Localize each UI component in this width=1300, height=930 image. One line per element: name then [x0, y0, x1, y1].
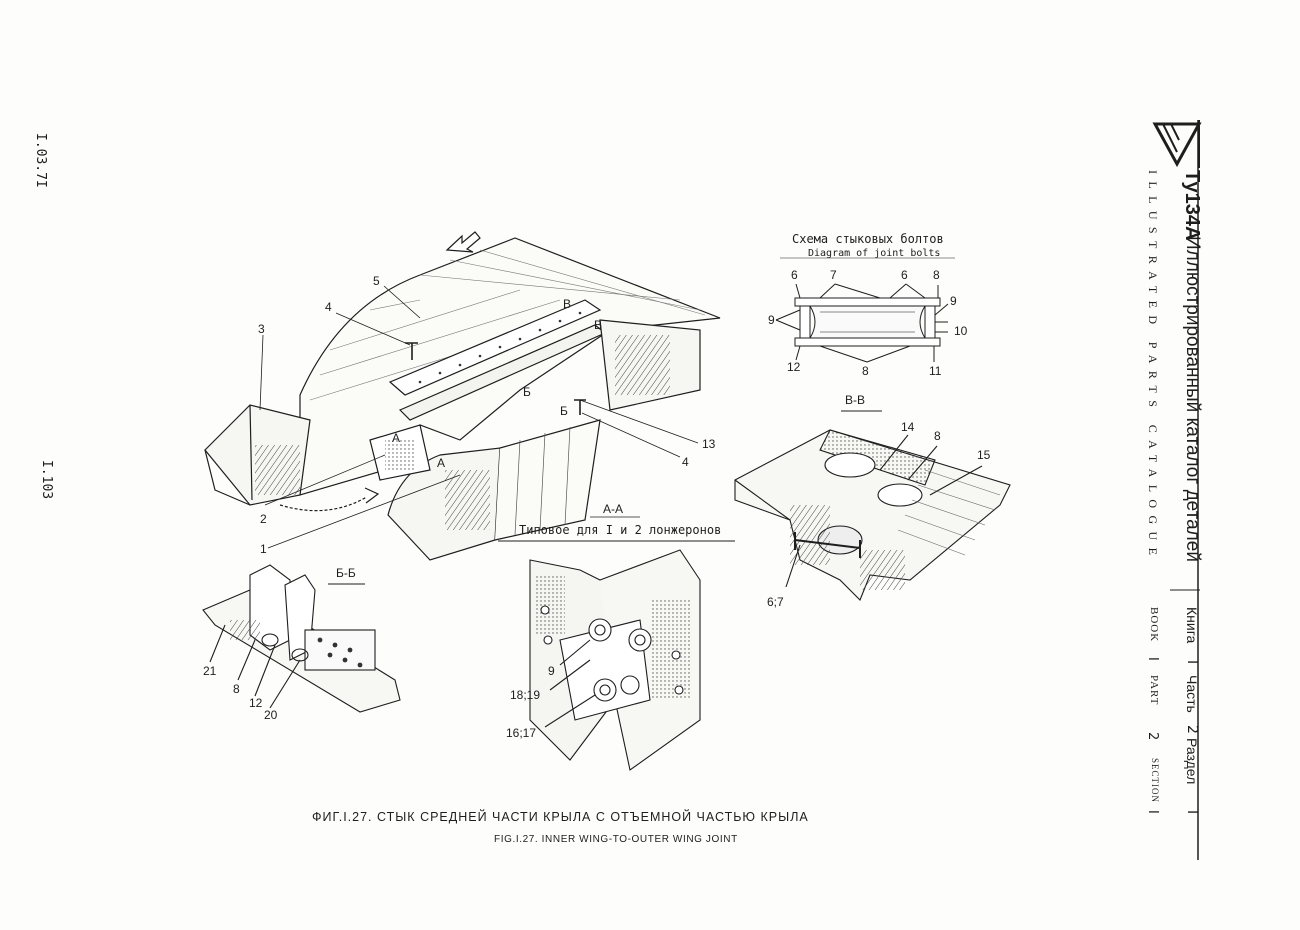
- direction-arrow-icon: [445, 231, 481, 253]
- section-bb-view: [202, 564, 401, 713]
- bb-callout-21: 21: [203, 664, 217, 678]
- vv-callout-6-7: 6;7: [767, 595, 784, 609]
- section-mark-b2: Б: [560, 404, 568, 418]
- bolt-callout-8b: 8: [862, 364, 869, 378]
- joint-bolts-diagram: [775, 283, 949, 363]
- bb-callout-8: 8: [233, 682, 240, 696]
- section-mark-a2: А: [437, 456, 446, 470]
- bolt-callout-8a: 8: [933, 268, 940, 282]
- bolt-callout-6a: 6: [791, 268, 798, 282]
- main-wing-view: [204, 231, 721, 561]
- vv-callout-15: 15: [977, 448, 991, 462]
- section-aa-view: [529, 549, 701, 771]
- callout-13: 13: [702, 437, 716, 451]
- figure-caption-en: FIG.I.27. INNER WING-TO-OUTER WING JOINT: [494, 834, 738, 845]
- section-aa-title: А-А: [603, 502, 624, 516]
- aa-callout-16-17: 16;17: [506, 726, 537, 740]
- joint-bolts-title-en: Diagram of joint bolts: [808, 248, 941, 259]
- callout-1: 1: [260, 542, 267, 556]
- section-mark-v1: В: [563, 297, 572, 311]
- main-leader-lines: [259, 285, 699, 549]
- aa-callout-18-19: 18;19: [510, 688, 541, 702]
- bolt-callout-12: 12: [787, 360, 801, 374]
- bolt-callout-11: 11: [929, 364, 942, 378]
- figure-caption-ru: ФИГ.I.27. СТЫК СРЕДНЕЙ ЧАСТИ КРЫЛА С ОТЪ…: [312, 810, 809, 824]
- section-bb-title: Б-Б: [336, 566, 356, 580]
- vv-callout-14: 14: [901, 420, 915, 434]
- section-mark-b1: Б: [523, 385, 531, 399]
- callout-4-lower: 4: [682, 455, 689, 469]
- bolt-callout-9a: 9: [950, 294, 957, 308]
- bolt-callout-9b: 9: [768, 313, 775, 327]
- callout-4: 4: [325, 300, 332, 314]
- joint-bolts-title-ru: Схема стыковых болтов: [792, 232, 944, 246]
- section-mark-a1: А: [392, 431, 401, 445]
- vv-callout-8: 8: [934, 429, 941, 443]
- callout-3: 3: [258, 322, 265, 336]
- callout-5: 5: [373, 274, 380, 288]
- bolt-callout-10: 10: [954, 324, 968, 338]
- section-aa-note: Типовое для I и 2 лонжеронов: [519, 523, 722, 537]
- bb-callout-20: 20: [264, 708, 278, 722]
- section-mark-v2: В: [594, 318, 603, 332]
- bb-callout-12: 12: [249, 696, 263, 710]
- tupolev-logo-icon: [1152, 120, 1202, 168]
- catalogue-header: Ту134А Иллюстрированный каталог деталей …: [1145, 120, 1205, 860]
- bolt-callout-6b: 6: [901, 268, 908, 282]
- section-vv-title: В-В: [845, 393, 866, 407]
- aa-callout-9: 9: [548, 664, 555, 678]
- section-vv-view: [734, 429, 1011, 601]
- callout-2: 2: [260, 512, 267, 526]
- bolt-callout-7: 7: [830, 268, 837, 282]
